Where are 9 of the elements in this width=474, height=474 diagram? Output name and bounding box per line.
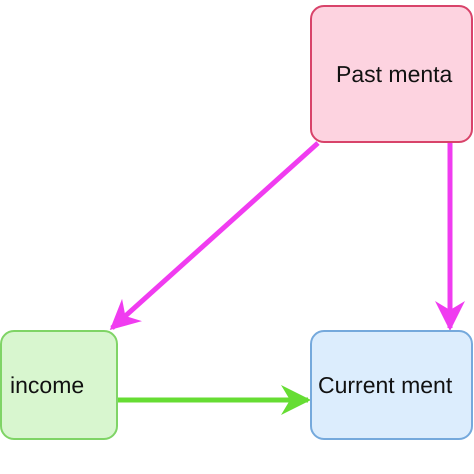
node-label: Past menta (336, 60, 452, 88)
arrow (110, 141, 320, 330)
arrow (435, 143, 465, 331)
process-box (0, 330, 118, 440)
node-label: Current ment (318, 372, 452, 398)
process-box (310, 5, 473, 143)
node-label: income (10, 372, 84, 398)
arrow (118, 385, 311, 415)
process-box (310, 330, 473, 440)
